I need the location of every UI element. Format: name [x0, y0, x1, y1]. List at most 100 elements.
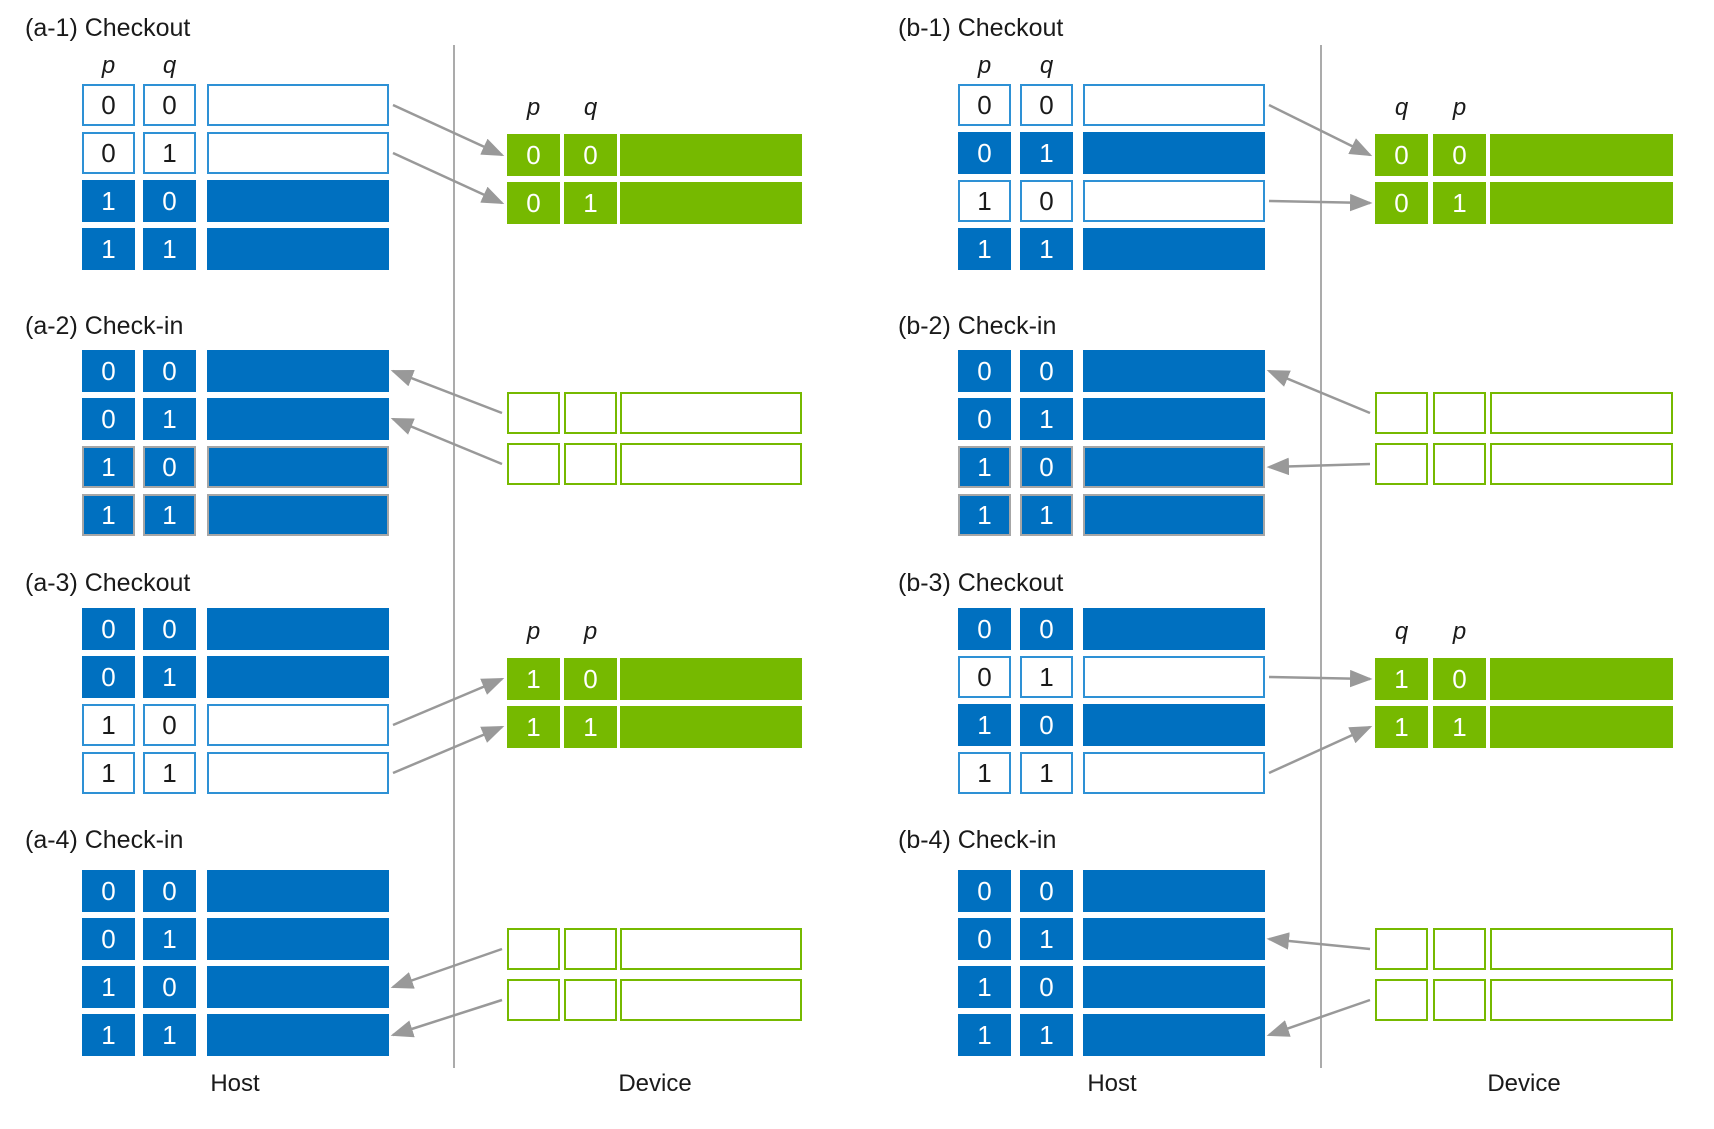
device-p-cell: 1 — [1375, 706, 1428, 748]
device-data-bar — [1490, 928, 1673, 970]
column-header-p-device-b-1: p — [1452, 94, 1467, 121]
device-p-cell — [507, 979, 560, 1021]
p-cell: 0 — [82, 608, 135, 650]
q-cell: 1 — [143, 752, 196, 794]
data-bar — [207, 656, 389, 698]
p-cell: 1 — [958, 228, 1011, 270]
column-header-q-host-a-1: q — [162, 52, 177, 79]
device-label-a: Device — [618, 1070, 692, 1097]
transfer-arrow-a-2 — [390, 417, 503, 466]
device-data-bar — [1490, 658, 1673, 700]
p-cell: 0 — [82, 398, 135, 440]
q-cell: 1 — [1020, 918, 1073, 960]
p-cell: 1 — [958, 704, 1011, 746]
data-bar — [1083, 398, 1265, 440]
data-bar — [1083, 132, 1265, 174]
q-cell: 0 — [143, 180, 196, 222]
data-bar — [207, 132, 389, 174]
p-cell: 0 — [958, 84, 1011, 126]
column-header-p-device-a-3: p — [526, 618, 541, 645]
device-data-bar — [620, 392, 802, 434]
device-p-cell — [507, 392, 560, 434]
device-q-cell — [1433, 443, 1486, 485]
q-cell: 0 — [1020, 446, 1073, 488]
device-q-cell — [1433, 979, 1486, 1021]
data-bar — [1083, 180, 1265, 222]
p-cell: 1 — [82, 1014, 135, 1056]
column-header-q-device-a-1: q — [583, 94, 598, 121]
panel-title-a-1: (a-1) Checkout — [25, 14, 191, 42]
q-cell: 0 — [143, 608, 196, 650]
p-cell: 1 — [82, 180, 135, 222]
device-q-cell — [564, 928, 617, 970]
p-cell: 1 — [958, 966, 1011, 1008]
data-bar — [1083, 608, 1265, 650]
data-bar — [1083, 752, 1265, 794]
p-cell: 1 — [958, 752, 1011, 794]
column-header-p-host-b-1: p — [977, 52, 992, 79]
p-cell: 0 — [82, 84, 135, 126]
device-q-cell: 0 — [1433, 658, 1486, 700]
p-cell: 0 — [82, 918, 135, 960]
device-label-b: Device — [1487, 1070, 1561, 1097]
data-bar — [207, 180, 389, 222]
data-bar — [207, 966, 389, 1008]
device-data-bar — [1490, 706, 1673, 748]
column-header-p-device-b-3: p — [1452, 618, 1467, 645]
device-data-bar — [620, 706, 802, 748]
data-bar — [207, 704, 389, 746]
panel-title-a-4: (a-4) Check-in — [25, 826, 184, 854]
data-bar — [207, 608, 389, 650]
device-p-cell — [1375, 392, 1428, 434]
q-cell: 0 — [143, 704, 196, 746]
device-q-cell: 0 — [564, 134, 617, 176]
p-cell: 0 — [958, 132, 1011, 174]
q-cell: 0 — [1020, 350, 1073, 392]
device-data-bar — [620, 134, 802, 176]
p-cell: 0 — [82, 656, 135, 698]
device-q-cell — [1433, 928, 1486, 970]
data-bar — [207, 350, 389, 392]
transfer-arrow-a-1 — [392, 103, 505, 157]
data-bar — [1083, 84, 1265, 126]
q-cell: 1 — [143, 398, 196, 440]
q-cell: 0 — [1020, 608, 1073, 650]
panel-title-b-1: (b-1) Checkout — [898, 14, 1064, 42]
p-cell: 1 — [82, 966, 135, 1008]
q-cell: 1 — [1020, 656, 1073, 698]
device-p-cell: 0 — [1375, 134, 1428, 176]
p-cell: 1 — [82, 494, 135, 536]
device-data-bar — [620, 443, 802, 485]
q-cell: 1 — [1020, 132, 1073, 174]
column-header-q-device-b-1: q — [1394, 94, 1409, 121]
device-q-cell: 1 — [1433, 182, 1486, 224]
data-bar — [207, 752, 389, 794]
q-cell: 0 — [143, 966, 196, 1008]
device-q-cell: 1 — [564, 182, 617, 224]
q-cell: 0 — [1020, 966, 1073, 1008]
q-cell: 0 — [1020, 84, 1073, 126]
p-cell: 1 — [82, 446, 135, 488]
p-cell: 0 — [958, 350, 1011, 392]
device-q-cell — [564, 443, 617, 485]
data-bar — [207, 870, 389, 912]
device-q-cell — [564, 979, 617, 1021]
device-data-bar — [1490, 182, 1673, 224]
transfer-arrow-a-3 — [392, 725, 505, 775]
q-cell: 0 — [143, 84, 196, 126]
device-p-cell: 1 — [507, 658, 560, 700]
q-cell: 0 — [143, 350, 196, 392]
device-data-bar — [1490, 134, 1673, 176]
data-bar — [207, 228, 389, 270]
data-bar — [1083, 1014, 1265, 1056]
data-bar — [207, 446, 389, 488]
device-p-cell: 1 — [1375, 658, 1428, 700]
transfer-arrow-a-4 — [390, 998, 503, 1038]
device-p-cell: 0 — [507, 182, 560, 224]
column-header-p-device-a-3: p — [583, 618, 598, 645]
device-data-bar — [1490, 979, 1673, 1021]
p-cell: 0 — [82, 132, 135, 174]
data-bar — [1083, 704, 1265, 746]
q-cell: 1 — [1020, 1014, 1073, 1056]
panel-title-b-3: (b-3) Checkout — [898, 569, 1064, 597]
